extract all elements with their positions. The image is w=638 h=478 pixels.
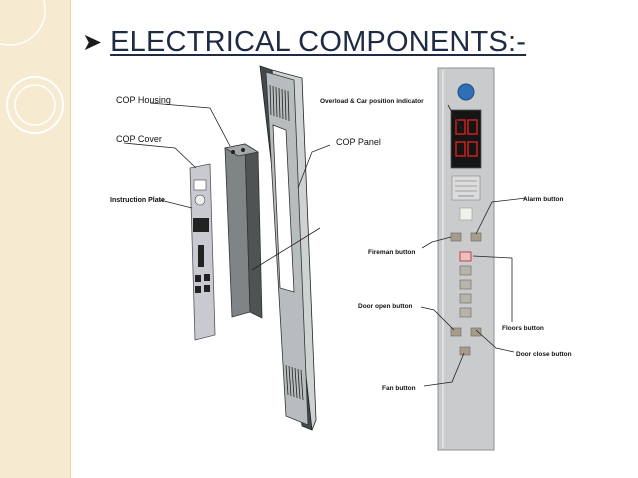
- logo-icon: [457, 83, 475, 101]
- floor-button: [459, 293, 472, 304]
- alarm-button: [470, 232, 482, 242]
- label-floors-button: Floors button: [502, 325, 544, 332]
- decorative-circles-icon: [0, 0, 64, 134]
- floor-button-top: [459, 251, 472, 262]
- fireman-button: [450, 232, 462, 242]
- label-fan-button: Fan button: [382, 385, 416, 392]
- label-door-open-button: Door open button: [358, 303, 413, 310]
- floor-button: [459, 265, 472, 276]
- label-cop-cover: COP Cover: [116, 134, 162, 144]
- label-instruction-plate: Instruction Plate: [110, 197, 165, 204]
- door-close-button: [470, 327, 482, 337]
- label-fireman-button: Fireman button: [368, 249, 415, 256]
- cop-panel: [251, 65, 321, 431]
- cop-cover: [189, 163, 216, 341]
- label-cop-panel: COP Panel: [336, 137, 381, 147]
- door-open-button: [450, 327, 462, 337]
- fan-button: [459, 346, 471, 356]
- label-overload-indicator: Overload & Car position indicator: [320, 98, 424, 105]
- cop-exploded-diagram: COP Housing COP Cover Instruction Plate …: [110, 65, 572, 451]
- label-cop-housing: COP Housing: [116, 95, 171, 105]
- slide-title: ➤ ELECTRICAL COMPONENTS:-: [82, 24, 526, 60]
- cop-housing: [223, 143, 263, 319]
- slide-title-text: ELECTRICAL COMPONENTS:-: [110, 25, 527, 58]
- floor-button: [459, 307, 472, 318]
- decorative-side-band: [0, 0, 71, 478]
- label-alarm-button: Alarm button: [523, 196, 563, 203]
- label-door-close-button: Door close button: [516, 351, 572, 358]
- cop-front-panel: [437, 67, 495, 451]
- arrow-bullet-icon: ➤: [82, 28, 103, 56]
- floor-button: [459, 279, 472, 290]
